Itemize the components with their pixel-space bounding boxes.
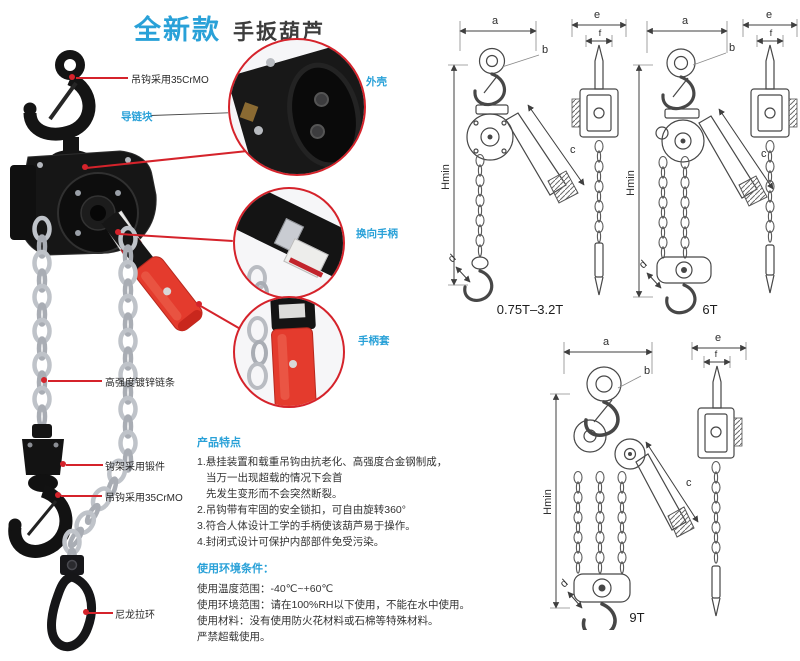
leader-line <box>88 612 113 614</box>
dim-label-f: f <box>770 28 773 39</box>
callout-shell: 外壳 <box>366 76 387 88</box>
dim-label-hmin: Hmin <box>625 170 637 196</box>
callout-hook-material-bottom: 吊钩采用35CrMO <box>105 493 183 504</box>
detail-circle-reverse-handle <box>233 187 345 299</box>
dim-label-e: e <box>594 9 600 21</box>
callout-dot <box>41 377 47 383</box>
condition-line: 使用温度范围：-40℃~+60℃ <box>197 583 334 595</box>
drawing-6t-svg: a b c Hmin d e <box>625 9 798 315</box>
drawing-9t-svg: a b c Hmin d e <box>542 332 747 638</box>
detail-circle-shell <box>228 38 366 176</box>
features-title: 产品特点 <box>197 437 241 449</box>
callout-dot <box>83 609 89 615</box>
title-badge: 全新款 <box>134 15 221 45</box>
dim-label-c: c <box>686 477 692 489</box>
detail-circle-handle-sleeve <box>233 296 345 408</box>
leader-line <box>61 495 102 497</box>
conditions-section: 使用环境条件： 使用温度范围：-40℃~+60℃ 使用环境范围：请在100%RH… <box>197 560 497 645</box>
drawing-caption: 6T <box>702 302 718 317</box>
callout-handle-sleeve: 手柄套 <box>358 335 390 347</box>
condition-line: 使用环境范围：请在100%RH以下使用，不能在水中使用。 <box>197 599 471 611</box>
dim-label-hmin: Hmin <box>542 489 554 515</box>
callout-hook-material-top: 吊钩采用35CrMO <box>131 75 209 86</box>
condition-line: 严禁超载使用。 <box>197 631 271 643</box>
dim-label-a: a <box>682 15 689 27</box>
dim-label-c: c <box>570 144 576 156</box>
feature-line: 当万一出现超载的情况下会首 <box>206 471 343 484</box>
callout-dot <box>55 492 61 498</box>
dim-label-a: a <box>603 336 610 348</box>
nylon-pull-ring <box>47 531 96 652</box>
drawing-caption: 9T <box>629 610 645 625</box>
conditions-title: 使用环境条件： <box>197 563 274 575</box>
dim-label-b: b <box>729 42 735 54</box>
condition-line: 使用材料：没有使用防火花材料或石棉等特殊材料。 <box>197 615 439 627</box>
bottom-hook <box>8 424 73 558</box>
leader-line <box>76 77 128 79</box>
drawing-075-32t-svg: a b c Hmin <box>440 9 627 302</box>
dim-label-d: d <box>446 252 459 265</box>
leader-line <box>48 380 102 382</box>
dim-label-f: f <box>715 349 718 360</box>
top-hook <box>23 50 96 168</box>
feature-line: 1.悬挂装置和载重吊钩由抗老化、高强度合金钢制成， <box>197 456 448 468</box>
leader-line <box>66 464 103 466</box>
drawing-caption: 0.75T–3.2T <box>496 302 564 317</box>
dim-label-b: b <box>542 44 548 56</box>
callout-dot <box>115 229 121 235</box>
callout-chain-guide: 导链块 <box>121 111 153 123</box>
callout-dot <box>60 461 66 467</box>
feature-line: 4.封闭式设计可保护内部部件免受污染。 <box>197 535 385 548</box>
callout-dot <box>69 74 75 80</box>
callout-dot <box>82 164 88 170</box>
dim-label-b: b <box>644 365 650 377</box>
feature-line: 3.符合人体设计工学的手柄使该葫芦易于操作。 <box>197 519 416 532</box>
callout-chain: 高强度镀锌链条 <box>105 378 175 389</box>
dim-label-a: a <box>492 15 499 27</box>
dim-label-hmin: Hmin <box>440 164 452 190</box>
callout-nylon-ring: 尼龙拉环 <box>115 610 155 621</box>
dim-label-c: c <box>761 148 767 160</box>
dim-label-e: e <box>715 332 721 344</box>
feature-line: 先发生变形而不会突然断裂。 <box>206 487 343 500</box>
callout-reverse-handle: 换向手柄 <box>356 228 398 240</box>
drawing-075-32t: a b c Hmin <box>440 5 630 320</box>
lever-handle <box>101 211 203 332</box>
dim-label-d: d <box>558 577 571 590</box>
features-section: 产品特点 1.悬挂装置和载重吊钩由抗老化、高强度合金钢制成， 当万一出现超载的情… <box>197 434 497 550</box>
dim-label-f: f <box>599 28 602 39</box>
dim-label-e: e <box>766 9 772 21</box>
callout-dot <box>196 301 202 307</box>
product-photo-illustration <box>8 50 203 652</box>
callout-hook-frame: 钩架采用锻件 <box>105 462 165 473</box>
feature-line: 2.吊钩带有牢固的安全锁扣，可自由旋转360° <box>197 503 406 516</box>
drawing-9t: a b c Hmin d e <box>540 330 750 638</box>
drawing-6t: a b c Hmin d e <box>625 5 800 320</box>
